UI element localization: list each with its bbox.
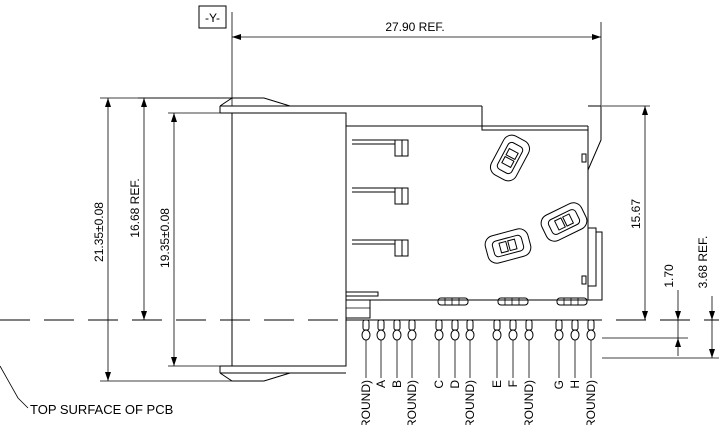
body-height-label: 19.35±0.08: [158, 208, 172, 268]
height-ref-arrow-bottom: [141, 311, 147, 320]
standoff-ref-label: 3.68 REF.: [696, 236, 710, 289]
pin-label: H: [568, 380, 582, 389]
pcb-callout-leader: [0, 365, 29, 409]
pad-groups: [437, 297, 588, 306]
pin: [554, 319, 564, 378]
internal-contacts: [346, 139, 409, 297]
standoff-ref-arrow-bottom: [709, 349, 715, 358]
pin-label: (GROUND): [584, 380, 598, 425]
width-arrow-left: [232, 34, 241, 40]
pin-label: E: [490, 380, 504, 388]
pin: [492, 319, 502, 378]
datum-label: -Y-: [205, 11, 220, 25]
pin: [361, 319, 371, 378]
standoff-label: 1.70: [662, 264, 676, 288]
height-ref-arrow-top: [141, 98, 147, 107]
pin: [450, 319, 460, 378]
right-height-arrow-bottom: [642, 311, 648, 320]
pin-label: (GROUND): [405, 380, 419, 425]
body-height-arrow-bottom: [171, 357, 177, 366]
right-height-label: 15.67: [629, 199, 643, 229]
pin: [465, 319, 475, 378]
pin-label: (GROUND): [359, 380, 373, 425]
pin: [407, 319, 417, 378]
pin: [570, 319, 580, 378]
overall-height-arrow-bottom: [105, 372, 111, 381]
right-height-arrow-top: [642, 106, 648, 115]
pin-label: D: [448, 380, 462, 389]
overall-height-arrow-top: [105, 98, 111, 107]
width-arrow-right: [592, 34, 601, 40]
pin-label: (GROUND): [463, 380, 477, 425]
pin-label: F: [506, 380, 520, 387]
pin-label: A: [374, 380, 388, 388]
pin: [376, 319, 386, 378]
lens-shapes: [484, 134, 588, 264]
pin-label: (GROUND): [522, 380, 536, 425]
standoff-arrow-bottom: [675, 338, 681, 347]
connector-body: [219, 97, 603, 382]
pcb-callout-label: TOP SURFACE OF PCB: [30, 402, 173, 417]
standoff-ref-arrow-top: [709, 311, 715, 320]
pin: [392, 319, 402, 378]
pin: [434, 319, 444, 378]
pin: [508, 319, 518, 378]
pin-label: C: [432, 380, 446, 389]
overall-height-label: 21.35±0.08: [92, 202, 106, 262]
width-dim-label: 27.90 REF.: [385, 20, 444, 34]
pin: [586, 319, 596, 378]
standoff-arrow-top: [675, 311, 681, 320]
datum-box: [198, 5, 227, 29]
body-height-arrow-top: [171, 113, 177, 122]
pin-label: B: [390, 380, 404, 388]
height-ref-label: 16.68 REF.: [128, 178, 142, 237]
pin: [524, 319, 534, 378]
pin-label: G: [552, 380, 566, 389]
